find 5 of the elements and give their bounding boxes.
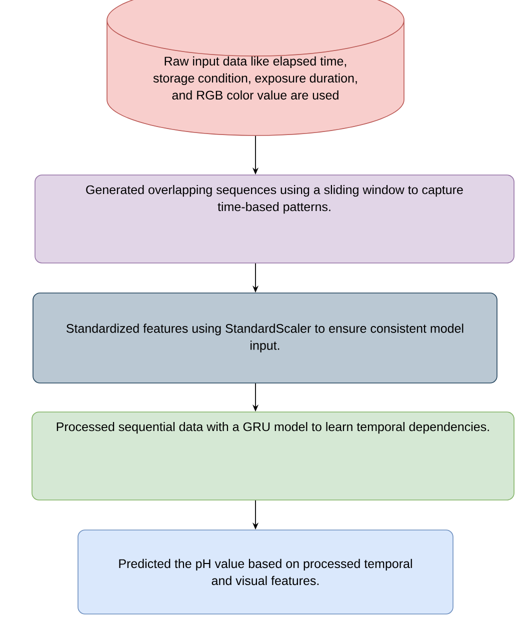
process-box: Generated overlapping sequences using a sliding window to capture time-based patterns. (34, 174, 514, 264)
database-cylinder: Raw input data like elapsed time, storage condition, exposure duration, and RGB color value are used (106, 0, 404, 136)
process-box: Predicted the pH value based on processed temporal and visual features. (78, 530, 454, 614)
process-box: Standardized features using StandardScaler to ensure consistent model input. (32, 292, 498, 384)
process-box: Processed sequential data with a GRU model to learn temporal dependencies. (32, 412, 514, 500)
